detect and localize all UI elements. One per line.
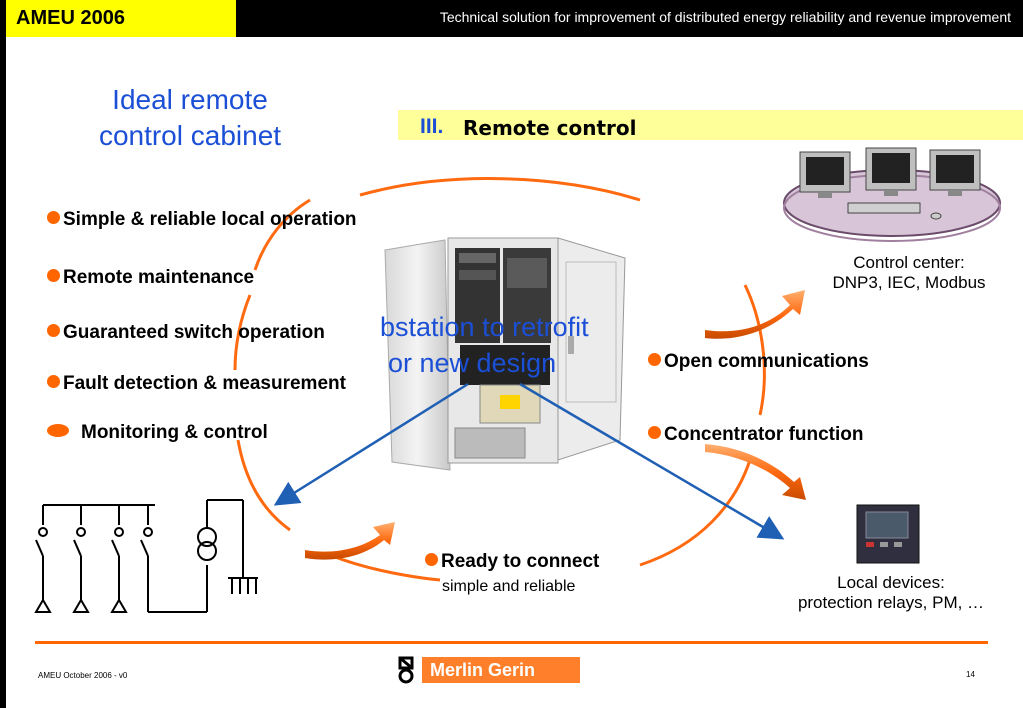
- bullet-concentrator: Concentrator function: [648, 424, 864, 446]
- bullet-remote-maintenance: Remote maintenance: [47, 267, 254, 289]
- swoosh-arrow-bottom: [305, 522, 395, 560]
- header-title: Technical solution for improvement of di…: [439, 9, 1011, 25]
- bullet-dot-icon: [648, 426, 661, 439]
- orange-loop: [233, 177, 766, 582]
- section-band: [398, 110, 1023, 140]
- bullet-switch-operation: Guaranteed switch operation: [47, 322, 325, 344]
- blue-arrow-left: [273, 382, 469, 506]
- control-center-caption: Control center: DNP3, IEC, Modbus: [832, 253, 986, 292]
- footer-text: AMEU October 2006 - v0: [38, 671, 128, 680]
- footer-divider: [35, 641, 988, 644]
- bullet-dot-icon: [47, 375, 60, 388]
- single-line-diagram: [34, 499, 258, 613]
- bullet-ready-to-connect: Ready to connect: [425, 551, 599, 573]
- slide-title-line2: control cabinet: [98, 120, 282, 151]
- left-border: [0, 37, 6, 708]
- bullet-dot-icon: [47, 324, 60, 337]
- section-label: Remote control: [463, 116, 637, 140]
- overlay-line1: bstation to retrofit: [380, 312, 589, 342]
- slide-title-line1: Ideal remote: [112, 84, 268, 115]
- swoosh-arrow-top: [705, 290, 805, 339]
- slide-title: Ideal remote control cabinet: [70, 82, 310, 154]
- merlin-gerin-mark-icon: [398, 656, 414, 684]
- control-center-computers-icon: [783, 147, 1001, 242]
- bullet-dot-icon: [47, 424, 69, 437]
- swoosh-arrow-right: [705, 444, 806, 500]
- section-number: III.: [420, 115, 444, 138]
- bullet-dot-icon: [648, 353, 661, 366]
- bullet-dot-icon: [425, 553, 438, 566]
- logo-wordmark: Merlin Gerin: [422, 657, 580, 683]
- bullet-local-operation: Simple & reliable local operation: [47, 209, 357, 231]
- bullet-dot-icon: [47, 269, 60, 282]
- page-number: 14: [966, 670, 975, 679]
- local-devices-caption: Local devices: protection relays, PM, …: [797, 573, 985, 612]
- bullet-dot-icon: [47, 211, 60, 224]
- header-bar: AMEU 2006 Technical solution for improve…: [0, 0, 1023, 37]
- brand-label: AMEU 2006: [6, 0, 236, 37]
- blue-arrow-right: [519, 382, 785, 540]
- protection-relay-icon: [856, 504, 920, 564]
- bullet-monitoring: Monitoring & control: [47, 422, 268, 444]
- ready-subtitle: simple and reliable: [442, 578, 576, 595]
- bullet-open-communications: Open communications: [648, 351, 869, 373]
- bullet-fault-detection: Fault detection & measurement: [47, 373, 384, 395]
- overlay-line2: or new design: [388, 348, 557, 378]
- merlin-gerin-logo: Merlin Gerin: [398, 656, 580, 684]
- cabinet-illustration: [384, 237, 626, 471]
